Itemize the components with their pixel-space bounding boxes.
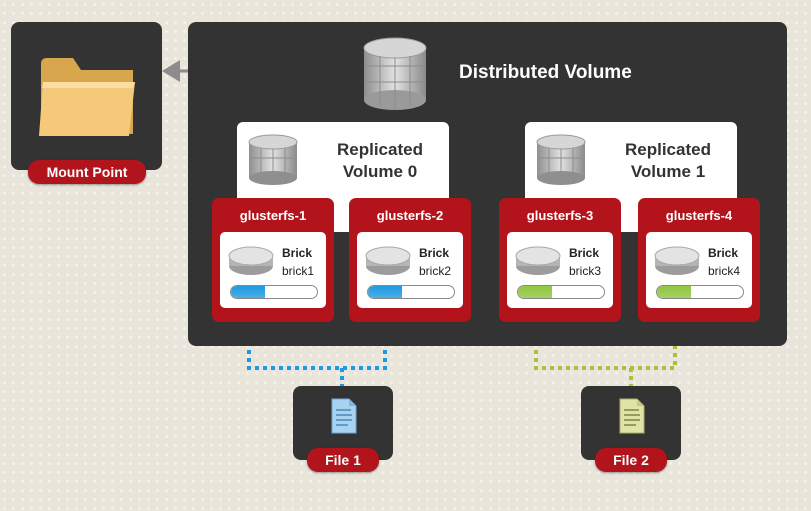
mount-point-panel[interactable] [11,22,162,170]
server-name: glusterfs-2 [376,208,444,223]
brick-usage-bar [367,285,455,299]
brick-card[interactable]: Brick brick1 [220,232,326,308]
file-2-label: File 2 [595,448,667,472]
brick-name: brick3 [569,264,602,278]
database-icon [536,134,586,185]
folder-icon [39,58,135,136]
brick-usage-bar [230,285,318,299]
brick-usage-fill [518,286,553,298]
file-2-panel[interactable] [581,386,681,460]
brick-label: Brick [282,246,313,260]
server-name: glusterfs-1 [239,208,307,223]
document-icon [331,398,357,434]
mount-point-label: Mount Point [28,160,146,184]
disk-icon [515,246,561,275]
disk-icon [365,246,411,275]
distributed-volume-title: Distributed Volume [459,62,632,83]
document-icon [619,398,645,434]
database-icon [363,37,427,110]
brick-usage-fill [657,286,692,298]
replicated-volume-0-line1: Replicated [337,140,423,159]
brick-label: Brick [708,246,739,260]
server-glusterfs-2[interactable]: glusterfs-2 Brick brick2 [349,198,471,322]
disk-icon [228,246,274,275]
brick-label: Brick [419,246,450,260]
database-icon [248,134,298,185]
brick-card[interactable]: Brick brick3 [507,232,613,308]
server-name: glusterfs-4 [665,208,733,223]
brick-name: brick1 [282,264,315,278]
brick-name: brick4 [708,264,741,278]
replicated-volume-1-line2: Volume 1 [630,162,706,181]
server-glusterfs-1[interactable]: glusterfs-1 Brick brick1 [212,198,334,322]
file-1-label: File 1 [307,448,379,472]
replicated-volume-1-title: Replicated Volume 1 [610,139,726,183]
disk-icon [654,246,700,275]
brick-usage-bar [656,285,744,299]
brick-card[interactable]: Brick brick4 [646,232,752,308]
replicated-volume-0-line2: Volume 0 [342,162,418,181]
brick-label: Brick [569,246,600,260]
brick-card[interactable]: Brick brick2 [357,232,463,308]
brick-name: brick2 [419,264,452,278]
mount-arrow-head [162,60,180,82]
server-glusterfs-4[interactable]: glusterfs-4 Brick brick4 [638,198,760,322]
replicated-volume-0-title: Replicated Volume 0 [322,139,438,183]
brick-usage-fill [231,286,266,298]
brick-usage-fill [368,286,403,298]
server-glusterfs-3[interactable]: glusterfs-3 Brick brick3 [499,198,621,322]
server-name: glusterfs-3 [526,208,594,223]
file-1-panel[interactable] [293,386,393,460]
brick-usage-bar [517,285,605,299]
replicated-volume-1-line1: Replicated [625,140,711,159]
